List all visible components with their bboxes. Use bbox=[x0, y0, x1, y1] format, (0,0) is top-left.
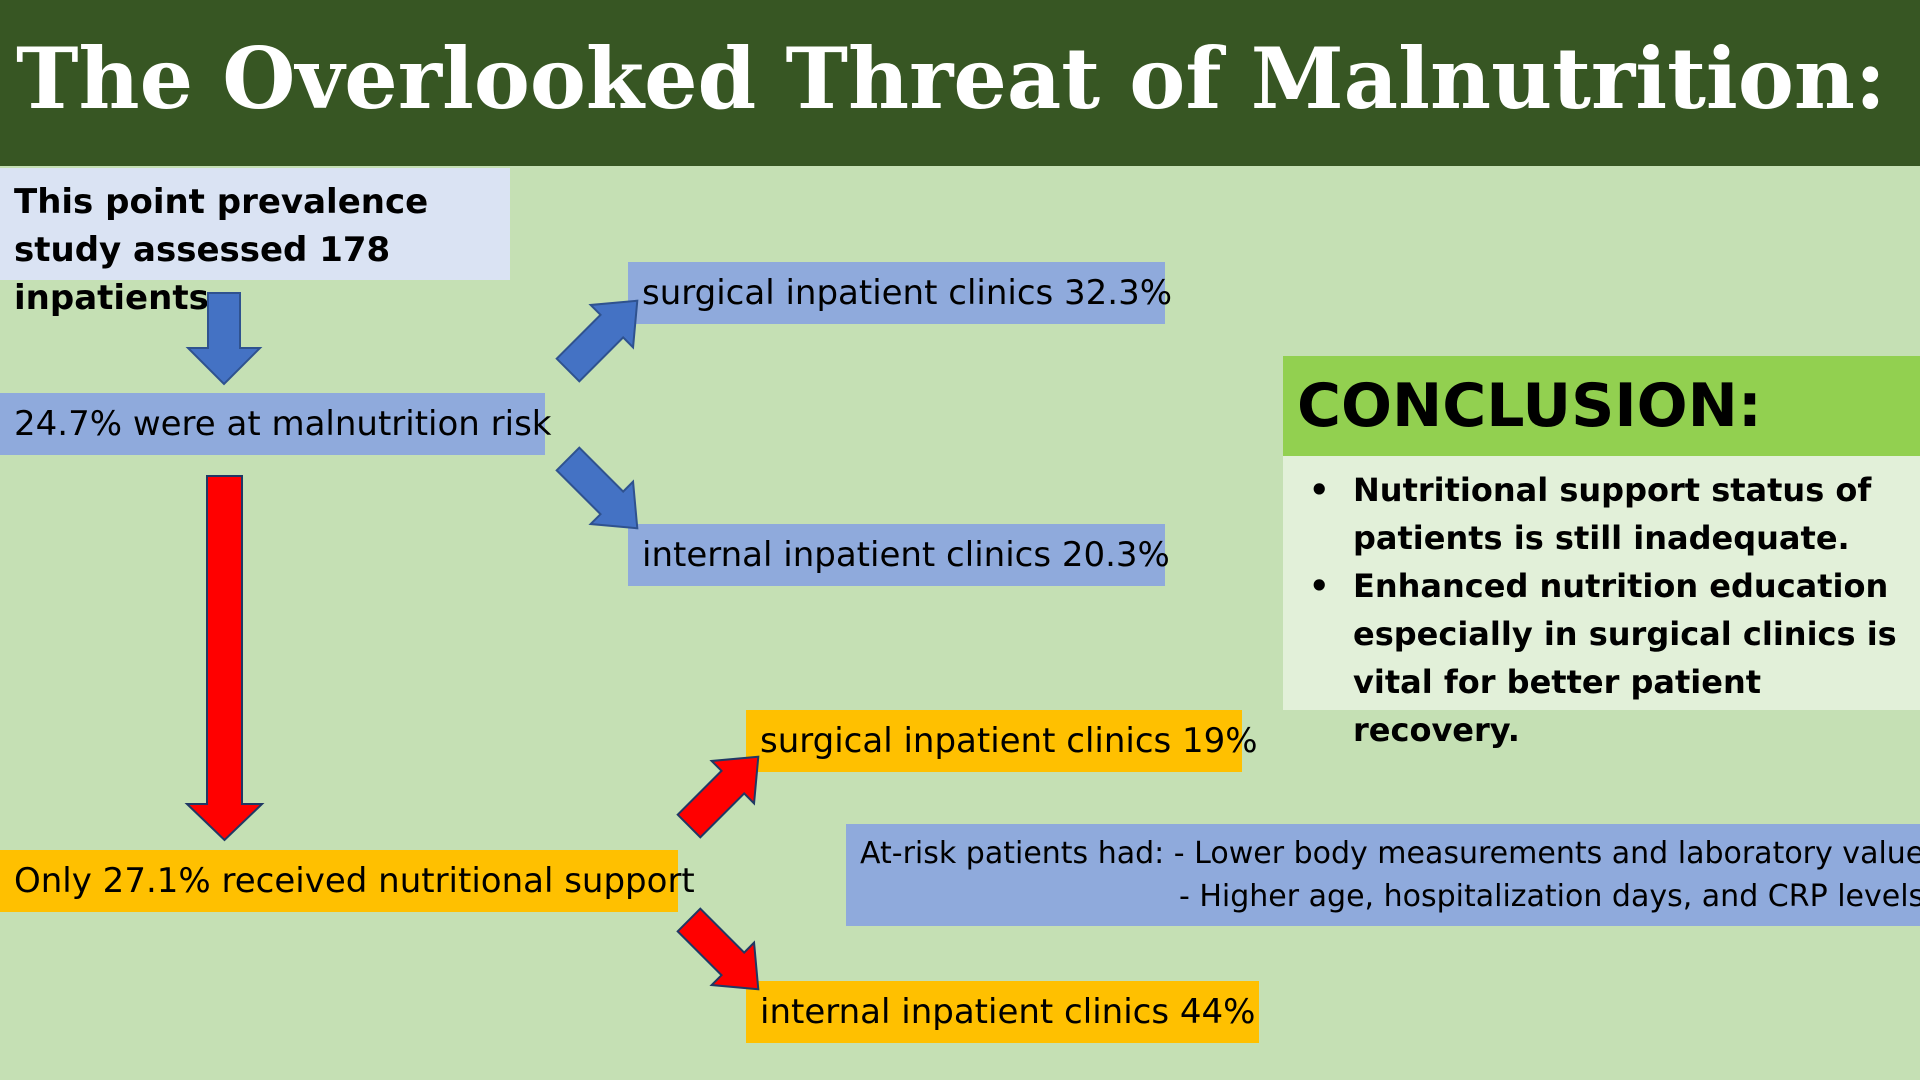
support-surgical-box: surgical inpatient clinics 19% bbox=[746, 710, 1258, 772]
conclusion-item: • Nutritional support status of patients… bbox=[1297, 466, 1906, 562]
red-diagonal-up-arrow-icon bbox=[676, 755, 760, 839]
conclusion-body: • Nutritional support status of patients… bbox=[1283, 456, 1920, 749]
support-internal-box: internal inpatient clinics 44% bbox=[746, 981, 1259, 1043]
red-diagonal-down-arrow-icon bbox=[676, 907, 760, 991]
malnutrition-risk-box: 24.7% were at malnutrition risk bbox=[0, 393, 552, 455]
header-banner: The Overlooked Threat of Malnutrition: bbox=[0, 0, 1920, 166]
conclusion-heading: CONCLUSION: bbox=[1283, 356, 1920, 456]
conclusion-list: • Nutritional support status of patients… bbox=[1297, 466, 1906, 754]
risk-surgical-box: surgical inpatient clinics 32.3% bbox=[628, 262, 1172, 324]
conclusion-item-text: Nutritional support status of patients i… bbox=[1353, 471, 1872, 557]
bullet-icon: • bbox=[1309, 567, 1330, 605]
risk-internal-box: internal inpatient clinics 20.3% bbox=[628, 524, 1170, 586]
red-down-arrow-icon bbox=[184, 475, 265, 842]
conclusion-item: • Enhanced nutrition education especiall… bbox=[1297, 562, 1906, 754]
at-risk-characteristics-box: At-risk patients had: - Lower body measu… bbox=[846, 824, 1920, 926]
blue-diagonal-down-arrow-icon bbox=[555, 446, 639, 530]
at-risk-line-2: - Higher age, hospitalization days, and … bbox=[1179, 879, 1920, 914]
nutritional-support-box: Only 27.1% received nutritional support bbox=[0, 850, 695, 912]
at-risk-line-1: At-risk patients had: - Lower body measu… bbox=[860, 836, 1920, 871]
page-title: The Overlooked Threat of Malnutrition: bbox=[16, 29, 1886, 128]
blue-diagonal-up-arrow-icon bbox=[555, 299, 639, 383]
intro-box: This point prevalence study assessed 178… bbox=[0, 168, 510, 318]
blue-down-arrow-icon bbox=[185, 292, 263, 386]
bullet-icon: • bbox=[1309, 471, 1330, 509]
conclusion-item-text: Enhanced nutrition education especially … bbox=[1353, 567, 1897, 749]
